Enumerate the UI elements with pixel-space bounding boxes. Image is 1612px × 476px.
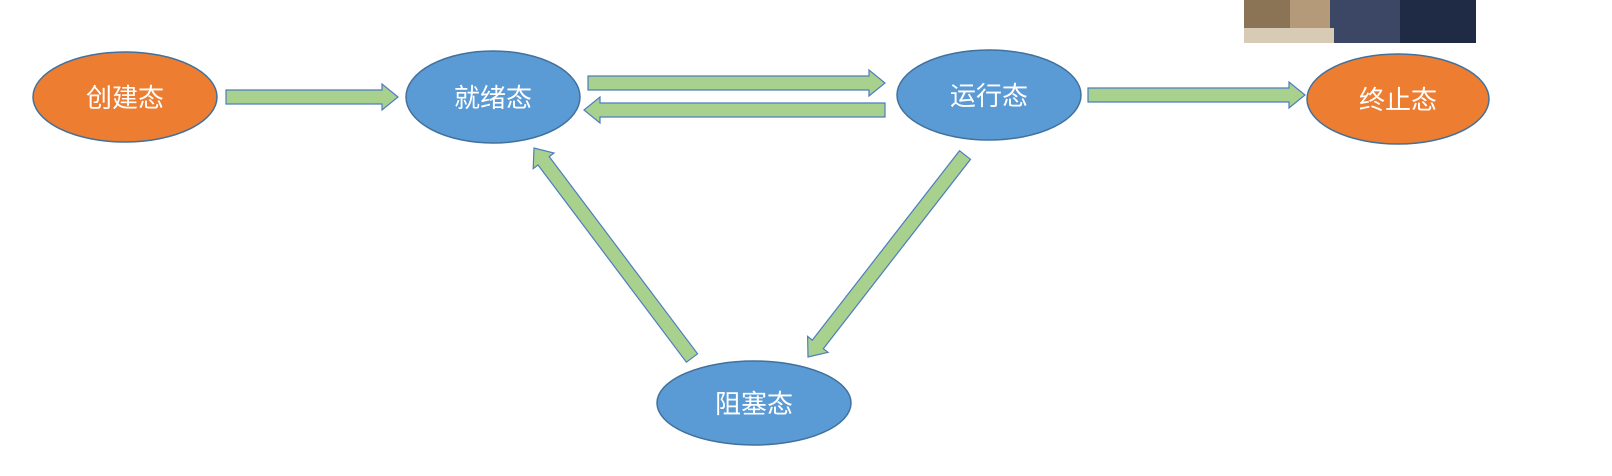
node-running-shape — [896, 49, 1082, 141]
arrow-running-to-terminated — [1087, 80, 1306, 110]
node-created-label: 创建态 — [86, 84, 164, 114]
node-ready-label: 就绪态 — [454, 84, 532, 114]
arrow-created-to-ready — [225, 82, 399, 112]
node-ready: 就绪态 — [405, 50, 581, 144]
arrow-blocked-to-ready — [532, 147, 699, 364]
node-created-shape — [32, 51, 218, 143]
node-running-label: 运行态 — [950, 82, 1028, 112]
transition-arrows — [225, 68, 1306, 364]
node-blocked-shape — [656, 360, 852, 446]
arrow-running-to-ready — [583, 95, 886, 125]
arrow-ready-to-running — [587, 68, 886, 98]
node-blocked: 阻塞态 — [656, 360, 852, 446]
node-terminated-label: 终止态 — [1359, 86, 1437, 116]
node-terminated: 终止态 — [1306, 53, 1490, 145]
photo-thumbnail — [1244, 0, 1476, 43]
node-terminated-shape — [1306, 53, 1490, 145]
node-created: 创建态 — [32, 51, 218, 143]
node-running: 运行态 — [896, 49, 1082, 141]
arrow-running-to-blocked — [806, 149, 972, 358]
node-blocked-label: 阻塞态 — [715, 390, 793, 420]
node-ready-shape — [405, 50, 581, 144]
